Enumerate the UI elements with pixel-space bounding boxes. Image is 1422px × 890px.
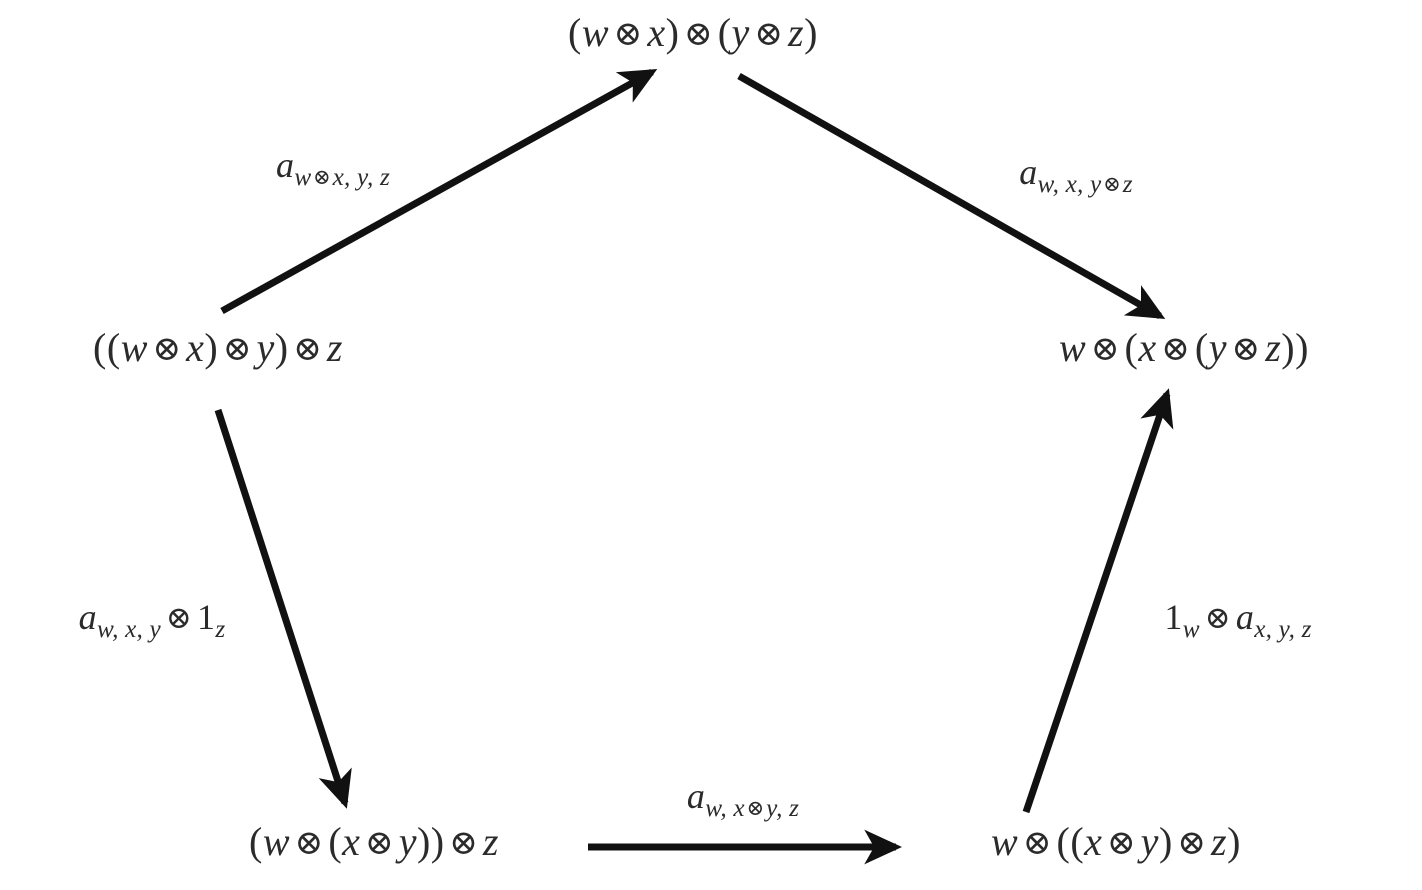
node-left-paren-2: ) — [204, 325, 219, 370]
edge-label-a-wx-y-z: aw⊗x, y, z — [276, 145, 390, 190]
node-br-paren-3: ) — [1227, 819, 1241, 864]
node-br-var-y: y — [1140, 819, 1159, 864]
edge-sub-w: w — [294, 163, 312, 191]
arrow-left-to-top — [220, 68, 658, 315]
node-bl-var-w: w — [262, 819, 291, 864]
tensor-icon: ⊗ — [1103, 172, 1122, 197]
node-top-paren-1: ( — [568, 10, 582, 55]
node-br-paren-1: (( — [1056, 819, 1085, 864]
node-bl-var-y: y — [398, 819, 417, 864]
node-right-paren-2: ( — [1194, 325, 1209, 370]
node-bottom-left: (w⊗(x⊗y))⊗z — [249, 822, 499, 862]
tensor-icon: ⊗ — [165, 600, 193, 636]
tensor-icon: ⊗ — [1106, 824, 1137, 863]
node-right-paren-3: )) — [1281, 325, 1309, 370]
node-top-var-x: x — [647, 10, 666, 55]
node-left-var-z: z — [326, 325, 343, 370]
edge-sub-wxy: w, x, y — [96, 615, 161, 643]
edge-sub-w: w — [1182, 615, 1200, 643]
edge-label-1w-tensor-a-x-y-z: 1w⊗ax, y, z — [1164, 597, 1311, 642]
edge-sub-yz: , y, z — [344, 163, 390, 191]
node-bl-paren-1: ( — [249, 819, 263, 864]
node-right-var-y: y — [1208, 325, 1227, 370]
node-left-var-x: x — [186, 325, 205, 370]
node-upper-left: ((w⊗x)⊗y)⊗z — [93, 328, 343, 368]
edge-label-base-a: a — [1019, 152, 1038, 192]
tensor-icon: ⊗ — [746, 796, 765, 821]
tensor-icon: ⊗ — [1231, 330, 1261, 369]
node-left-var-y: y — [256, 325, 275, 370]
node-bl-paren-3: )) — [416, 819, 445, 864]
tensor-icon: ⊗ — [293, 330, 323, 369]
edge-label-identity-1: 1 — [197, 597, 216, 637]
edge-label-base-a: a — [276, 145, 295, 185]
tensor-icon: ⊗ — [1161, 330, 1191, 369]
node-br-paren-2: ) — [1158, 819, 1173, 864]
edge-label-base-a: a — [78, 597, 97, 637]
node-top-paren-2: ) — [665, 10, 680, 55]
node-top-paren-3: ( — [717, 10, 732, 55]
edge-label-identity-1: 1 — [1164, 597, 1183, 637]
tensor-icon: ⊗ — [683, 15, 714, 54]
node-top: (w⊗x)⊗(y⊗z) — [568, 13, 818, 53]
tensor-icon: ⊗ — [1177, 824, 1207, 863]
edge-sub-wxy: w, x, y — [1037, 170, 1102, 198]
node-left-paren-3: ) — [274, 325, 289, 370]
node-bl-paren-2: ( — [328, 819, 343, 864]
node-bottom-right: w⊗((x⊗y)⊗z) — [991, 822, 1241, 862]
edge-label-base-a: a — [686, 776, 706, 816]
node-top-var-y: y — [731, 10, 750, 55]
node-right-var-x: x — [1138, 325, 1157, 370]
tensor-icon: ⊗ — [152, 330, 182, 369]
node-left-var-w: w — [120, 325, 148, 370]
edge-sub-wx: w, x — [705, 794, 745, 822]
edge-sub-z: z — [1122, 170, 1133, 198]
tensor-icon: ⊗ — [449, 824, 479, 863]
tensor-icon: ⊗ — [313, 165, 331, 190]
node-br-var-x: x — [1084, 819, 1103, 864]
tensor-icon: ⊗ — [294, 824, 324, 863]
tensor-icon: ⊗ — [1090, 330, 1121, 369]
node-top-var-w: w — [581, 10, 610, 55]
node-left-paren-1: (( — [93, 325, 121, 370]
edge-label-base-a: a — [1235, 597, 1255, 637]
edge-sub-x: x — [332, 163, 345, 191]
edge-label-a-w-x-y-tensor-1z: aw, x, y⊗1z — [78, 597, 226, 642]
edge-sub-z: , z — [776, 794, 800, 822]
node-bl-var-x: x — [342, 819, 361, 864]
arrow-top-to-right — [737, 72, 1166, 320]
node-upper-right: w⊗(x⊗(y⊗z)) — [1059, 328, 1309, 368]
node-right-paren-1: ( — [1124, 325, 1139, 370]
edge-sub-xyz: x, y, z — [1254, 615, 1312, 643]
tensor-icon: ⊗ — [1204, 600, 1231, 636]
node-br-var-z: z — [1211, 819, 1228, 864]
tensor-icon: ⊗ — [364, 824, 395, 863]
node-right-var-w: w — [1059, 325, 1087, 370]
edge-sub-z: z — [215, 615, 226, 643]
tensor-icon: ⊗ — [613, 15, 643, 54]
node-top-paren-4: ) — [804, 10, 818, 55]
edge-label-a-w-xy-z: aw, x⊗y, z — [686, 776, 799, 821]
edge-sub-y: y — [766, 794, 777, 822]
tensor-icon: ⊗ — [1022, 824, 1053, 863]
arrow-bottom-right-to-right — [1022, 388, 1174, 814]
node-right-var-z: z — [1265, 325, 1282, 370]
tensor-icon: ⊗ — [222, 330, 253, 369]
tensor-icon: ⊗ — [754, 15, 784, 54]
arrow-left-to-bottom-left — [214, 408, 352, 809]
edge-label-a-w-x-yz: aw, x, y⊗z — [1019, 152, 1133, 197]
node-bl-var-z: z — [482, 819, 499, 864]
node-br-var-w: w — [991, 819, 1019, 864]
node-top-var-z: z — [788, 10, 805, 55]
